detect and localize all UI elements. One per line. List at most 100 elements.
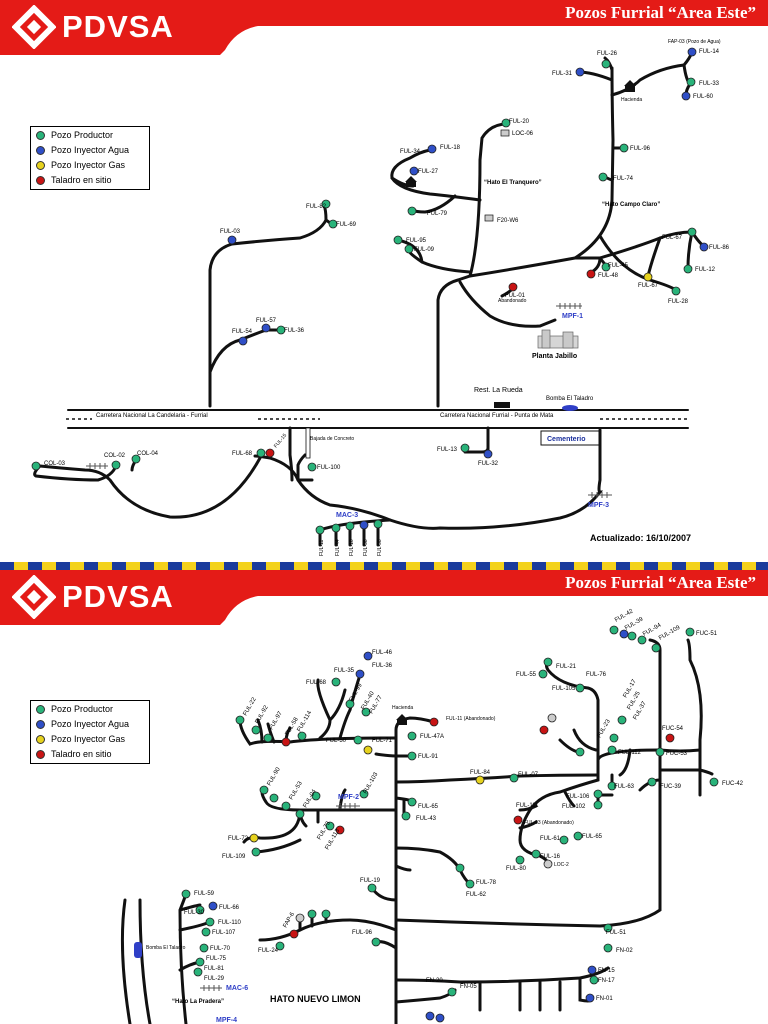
well-marker[interactable] xyxy=(325,821,335,831)
well-marker[interactable] xyxy=(435,1013,445,1023)
well-marker[interactable] xyxy=(321,199,331,209)
well-marker[interactable] xyxy=(353,735,363,745)
well-marker[interactable] xyxy=(587,965,597,975)
well-marker[interactable] xyxy=(256,448,266,458)
well-marker[interactable] xyxy=(455,863,465,873)
well-marker[interactable] xyxy=(427,144,437,154)
well-marker[interactable] xyxy=(603,923,613,933)
well-marker[interactable] xyxy=(295,913,305,923)
well-marker[interactable] xyxy=(307,909,317,919)
well-marker[interactable] xyxy=(651,643,661,653)
well-marker[interactable] xyxy=(289,929,299,939)
well-marker[interactable] xyxy=(589,975,599,985)
well-marker[interactable] xyxy=(345,521,355,531)
well-marker[interactable] xyxy=(404,244,414,254)
well-marker[interactable] xyxy=(607,781,617,791)
well-marker[interactable] xyxy=(539,725,549,735)
well-marker[interactable] xyxy=(401,811,411,821)
well-marker[interactable] xyxy=(407,751,417,761)
well-marker[interactable] xyxy=(205,917,215,927)
well-marker[interactable] xyxy=(359,789,369,799)
well-marker[interactable] xyxy=(331,523,341,533)
well-marker[interactable] xyxy=(276,325,286,335)
well-marker[interactable] xyxy=(593,789,603,799)
well-marker[interactable] xyxy=(409,166,419,176)
well-marker[interactable] xyxy=(281,737,291,747)
well-marker[interactable] xyxy=(328,219,338,229)
well-marker[interactable] xyxy=(531,849,541,859)
well-marker[interactable] xyxy=(483,449,493,459)
well-marker[interactable] xyxy=(586,269,596,279)
well-marker[interactable] xyxy=(447,987,457,997)
well-marker[interactable] xyxy=(671,286,681,296)
well-marker[interactable] xyxy=(363,745,373,755)
well-marker[interactable] xyxy=(259,785,269,795)
well-marker[interactable] xyxy=(359,520,369,530)
well-marker[interactable] xyxy=(686,77,696,87)
well-marker[interactable] xyxy=(195,905,205,915)
well-marker[interactable] xyxy=(393,235,403,245)
well-marker[interactable] xyxy=(603,943,613,953)
well-marker[interactable] xyxy=(665,733,675,743)
well-marker[interactable] xyxy=(208,901,218,911)
well-marker[interactable] xyxy=(195,957,205,967)
well-marker[interactable] xyxy=(681,91,691,101)
well-marker[interactable] xyxy=(269,793,279,803)
well-marker[interactable] xyxy=(275,941,285,951)
well-marker[interactable] xyxy=(460,443,470,453)
well-marker[interactable] xyxy=(538,669,548,679)
well-marker[interactable] xyxy=(281,801,291,811)
well-marker[interactable] xyxy=(263,733,273,743)
well-marker[interactable] xyxy=(619,629,629,639)
well-marker[interactable] xyxy=(367,883,377,893)
well-marker[interactable] xyxy=(627,631,637,641)
well-marker[interactable] xyxy=(515,855,525,865)
well-marker[interactable] xyxy=(687,47,697,57)
well-marker[interactable] xyxy=(251,847,261,857)
well-marker[interactable] xyxy=(335,825,345,835)
well-marker[interactable] xyxy=(321,909,331,919)
well-marker[interactable] xyxy=(575,683,585,693)
well-marker[interactable] xyxy=(238,336,248,346)
well-marker[interactable] xyxy=(295,809,305,819)
well-marker[interactable] xyxy=(429,717,439,727)
well-marker[interactable] xyxy=(607,745,617,755)
well-marker[interactable] xyxy=(655,747,665,757)
well-marker[interactable] xyxy=(601,59,611,69)
well-marker[interactable] xyxy=(617,715,627,725)
well-marker[interactable] xyxy=(251,725,261,735)
well-marker[interactable] xyxy=(193,967,203,977)
well-marker[interactable] xyxy=(509,773,519,783)
well-marker[interactable] xyxy=(699,242,709,252)
well-marker[interactable] xyxy=(593,800,603,810)
well-marker[interactable] xyxy=(307,462,317,472)
well-marker[interactable] xyxy=(31,461,41,471)
well-marker[interactable] xyxy=(513,815,523,825)
well-marker[interactable] xyxy=(297,731,307,741)
well-marker[interactable] xyxy=(585,993,595,1003)
well-marker[interactable] xyxy=(425,1011,435,1021)
well-marker[interactable] xyxy=(543,859,553,869)
well-marker[interactable] xyxy=(315,525,325,535)
well-marker[interactable] xyxy=(131,454,141,464)
well-marker[interactable] xyxy=(407,206,417,216)
well-marker[interactable] xyxy=(609,625,619,635)
well-marker[interactable] xyxy=(647,777,657,787)
well-marker[interactable] xyxy=(265,448,275,458)
well-marker[interactable] xyxy=(508,282,518,292)
well-marker[interactable] xyxy=(575,747,585,757)
well-marker[interactable] xyxy=(573,831,583,841)
well-marker[interactable] xyxy=(637,635,647,645)
well-marker[interactable] xyxy=(371,937,381,947)
well-marker[interactable] xyxy=(543,657,553,667)
well-marker[interactable] xyxy=(227,235,237,245)
well-marker[interactable] xyxy=(355,669,365,679)
well-marker[interactable] xyxy=(709,777,719,787)
well-marker[interactable] xyxy=(501,118,511,128)
well-marker[interactable] xyxy=(407,731,417,741)
well-marker[interactable] xyxy=(361,707,371,717)
well-marker[interactable] xyxy=(465,879,475,889)
well-marker[interactable] xyxy=(249,833,259,843)
well-marker[interactable] xyxy=(575,67,585,77)
well-marker[interactable] xyxy=(363,651,373,661)
